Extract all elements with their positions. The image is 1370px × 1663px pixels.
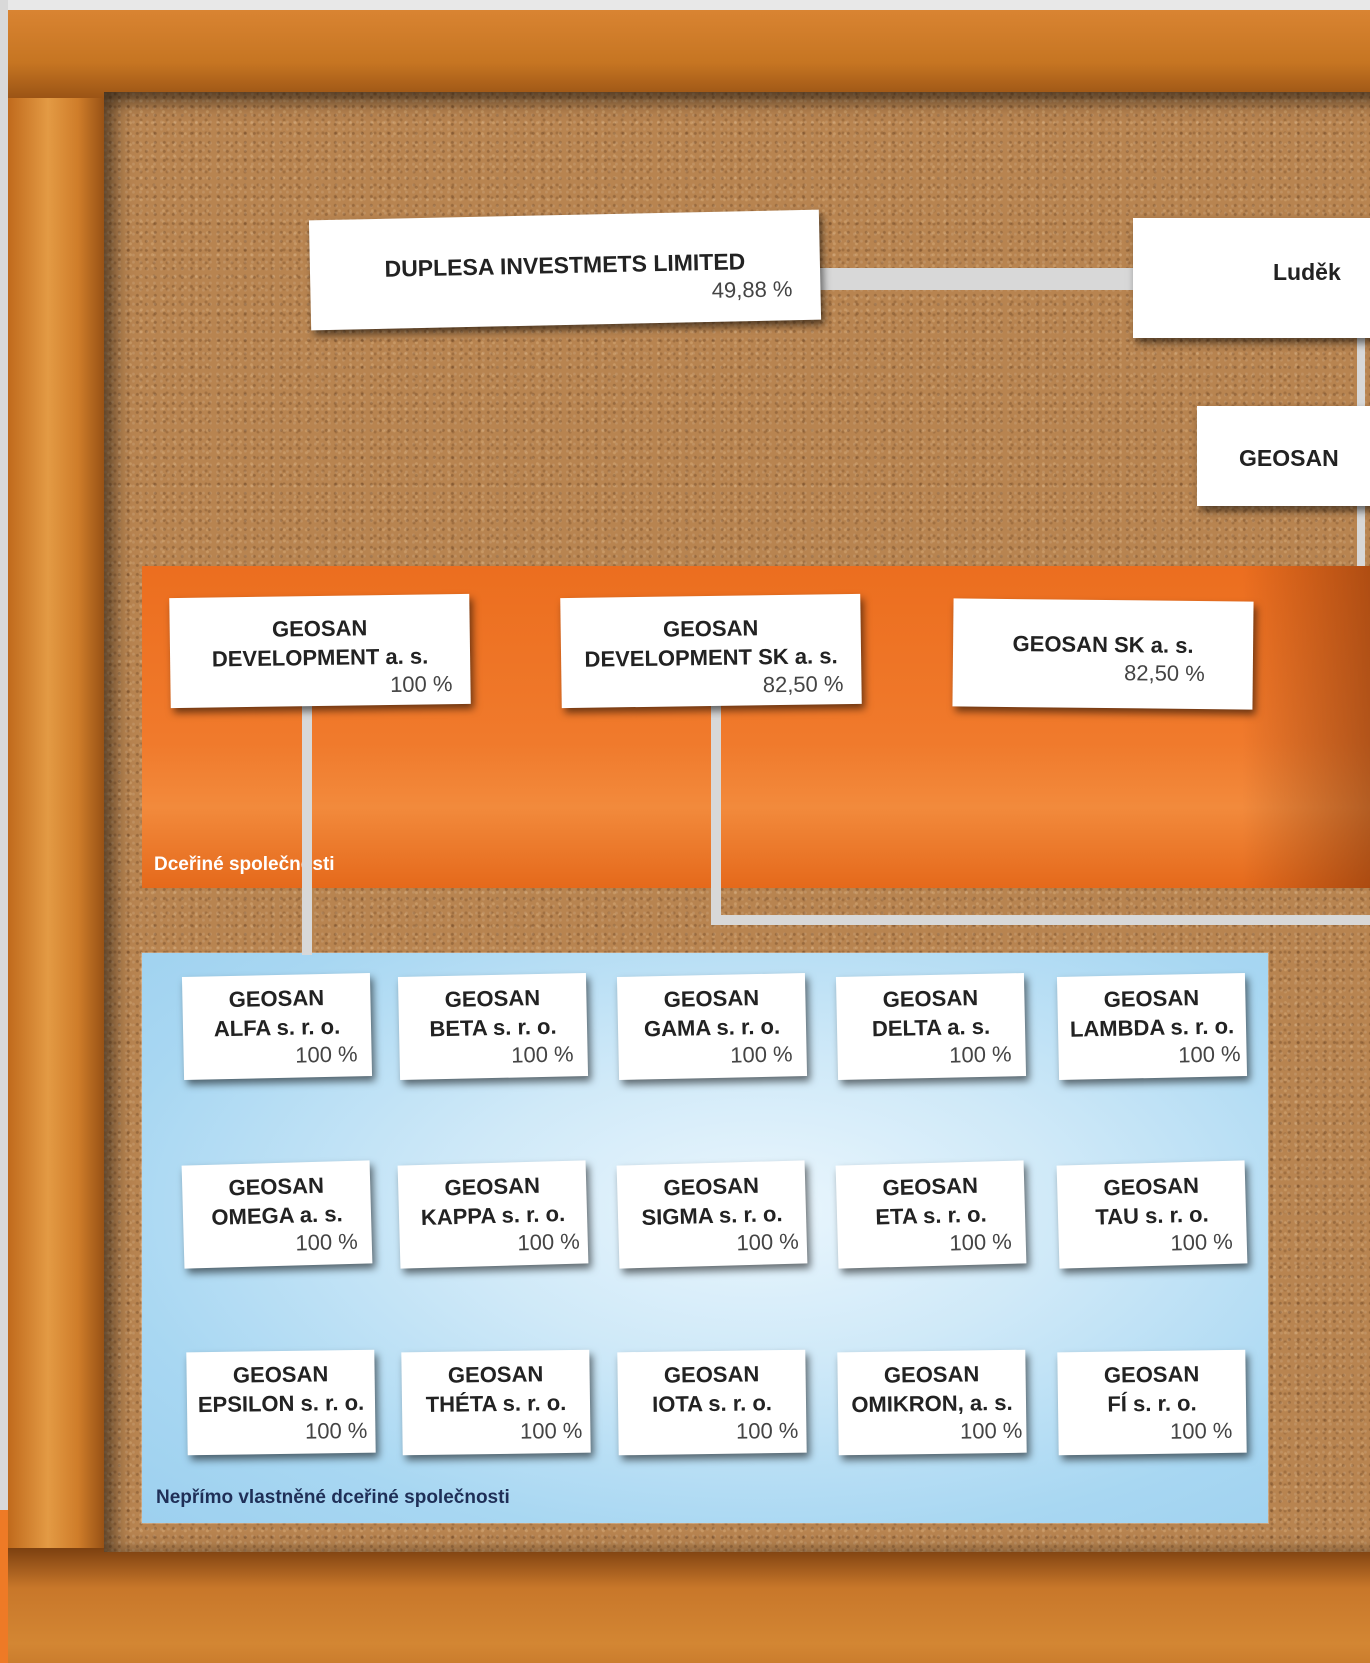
- indirect-card: GEOSAN THÉTA s. r. o. 100 %: [401, 1349, 591, 1456]
- connector-development-sk-down: [711, 705, 721, 925]
- indirect-card: GEOSAN FÍ s. r. o. 100 %: [1057, 1349, 1247, 1456]
- owner-card: DUPLESA INVESTMETS LIMITED 49,88 %: [308, 209, 822, 331]
- indirect-name-line2: BETA s. r. o.: [429, 1013, 557, 1042]
- person-name: Luděk: [1273, 259, 1341, 285]
- subsidiary-percentage: 82,50 %: [1123, 660, 1205, 687]
- person-card: Luděk: [1133, 218, 1370, 338]
- subsidiary-percentage: 82,50 %: [762, 671, 844, 698]
- indirect-percentage: 100 %: [949, 1228, 1013, 1256]
- indirect-card: GEOSAN ETA s. r. o. 100 %: [835, 1160, 1027, 1269]
- indirect-name-line1: GEOSAN: [1103, 985, 1200, 1013]
- wooden-frame-top: [8, 10, 1370, 98]
- indirect-name-line2: GAMA s. r. o.: [643, 1013, 781, 1042]
- indirect-percentage: 100 %: [729, 1041, 793, 1068]
- indirect-name-line1: GEOSAN: [228, 1172, 325, 1201]
- subsidiary-name-line1: GEOSAN: [662, 615, 759, 642]
- indirect-card: GEOSAN OMIKRON, a. s. 100 %: [837, 1349, 1027, 1456]
- indirect-name-line2: IOTA s. r. o.: [651, 1390, 773, 1417]
- owner-name: DUPLESA INVESTMETS LIMITED: [384, 248, 746, 282]
- indirect-percentage: 100 %: [1177, 1041, 1241, 1068]
- indirect-percentage: 100 %: [294, 1041, 358, 1068]
- indirect-percentage: 100 %: [517, 1228, 581, 1256]
- indirect-name-line1: GEOSAN: [882, 985, 979, 1013]
- subsidiary-name: GEOSAN SK a. s.: [1012, 631, 1194, 658]
- indirect-card: GEOSAN GAMA s. r. o. 100 %: [616, 973, 808, 1080]
- indirect-card: GEOSAN IOTA s. r. o. 100 %: [617, 1349, 807, 1456]
- indirect-name-line1: GEOSAN: [444, 1172, 541, 1201]
- indirect-name-line1: GEOSAN: [882, 1172, 979, 1201]
- indirect-card: GEOSAN BETA s. r. o. 100 %: [397, 973, 589, 1080]
- indirect-name-line2: LAMBDA s. r. o.: [1069, 1013, 1235, 1042]
- indirect-name-line2: ALFA s. r. o.: [213, 1013, 341, 1042]
- indirect-name-line2: EPSILON s. r. o.: [197, 1389, 365, 1418]
- connector-development-to-indirect: [302, 705, 312, 955]
- subsidiaries-label: Dceřiné společnosti: [154, 854, 335, 875]
- connector-owner-person: [820, 268, 1140, 290]
- subsidiary-name-line2: DEVELOPMENT a. s.: [211, 643, 429, 672]
- subsidiary-card: GEOSAN SK a. s. 82,50 %: [952, 598, 1254, 710]
- indirect-name-line1: GEOSAN: [663, 985, 760, 1013]
- indirect-card: GEOSAN EPSILON s. r. o. 100 %: [186, 1349, 376, 1456]
- indirect-name-line1: GEOSAN: [663, 1361, 760, 1388]
- indirect-name-line1: GEOSAN: [1103, 1361, 1200, 1388]
- page-left-strip: [0, 0, 8, 1663]
- indirect-card: GEOSAN OMEGA a. s. 100 %: [181, 1160, 373, 1269]
- subsidiary-name-line2: DEVELOPMENT SK a. s.: [584, 643, 838, 672]
- indirect-name-line1: GEOSAN: [447, 1361, 544, 1388]
- connector-development-sk-right: [711, 915, 1370, 925]
- indirect-percentage: 100 %: [1170, 1228, 1234, 1256]
- wooden-frame-bottom: [8, 1548, 1370, 1663]
- indirect-percentage: 100 %: [295, 1228, 359, 1256]
- indirect-card: GEOSAN KAPPA s. r. o. 100 %: [397, 1160, 589, 1269]
- subsidiary-card: GEOSAN DEVELOPMENT a. s. 100 %: [169, 593, 471, 709]
- subsidiary-card: GEOSAN DEVELOPMENT SK a. s. 82,50 %: [560, 593, 862, 709]
- indirect-name-line1: GEOSAN: [663, 1172, 760, 1201]
- indirect-card: GEOSAN TAU s. r. o. 100 %: [1056, 1160, 1248, 1269]
- indirect-name-line2: THÉTA s. r. o.: [425, 1390, 567, 1417]
- indirect-percentage: 100 %: [1169, 1417, 1233, 1444]
- indirect-subsidiaries-label: Nepřímo vlastněné dceřiné společnosti: [156, 1487, 510, 1508]
- indirect-name-line2: OMIKRON, a. s.: [851, 1389, 1013, 1418]
- indirect-name-line2: FÍ s. r. o.: [1107, 1390, 1197, 1417]
- indirect-percentage: 100 %: [304, 1417, 368, 1444]
- indirect-percentage: 100 %: [959, 1417, 1023, 1444]
- wooden-frame-left: [8, 10, 108, 1663]
- indirect-card: GEOSAN ALFA s. r. o. 100 %: [181, 973, 373, 1080]
- indirect-name-line1: GEOSAN: [1103, 1172, 1200, 1201]
- indirect-card: GEOSAN DELTA a. s. 100 %: [835, 973, 1027, 1080]
- subsidiary-percentage: 100 %: [389, 671, 453, 698]
- subsidiaries-panel-shade: [1242, 566, 1370, 888]
- indirect-name-line1: GEOSAN: [883, 1361, 980, 1388]
- indirect-name-line1: GEOSAN: [228, 985, 325, 1013]
- page-left-accent: [0, 1510, 8, 1663]
- parent-name: GEOSAN: [1239, 445, 1339, 471]
- indirect-name-line1: GEOSAN: [444, 985, 541, 1013]
- indirect-card: GEOSAN LAMBDA s. r. o. 100 %: [1056, 973, 1248, 1080]
- indirect-card: GEOSAN SIGMA s. r. o. 100 %: [616, 1160, 808, 1269]
- indirect-name-line2: DELTA a. s.: [871, 1013, 991, 1042]
- subsidiary-name-line1: GEOSAN: [271, 615, 368, 642]
- parent-card: GEOSAN: [1197, 406, 1370, 506]
- indirect-percentage: 100 %: [519, 1417, 583, 1444]
- indirect-name-line1: GEOSAN: [232, 1361, 329, 1388]
- indirect-percentage: 100 %: [735, 1417, 799, 1444]
- indirect-percentage: 100 %: [948, 1041, 1012, 1068]
- indirect-percentage: 100 %: [736, 1228, 800, 1256]
- indirect-percentage: 100 %: [510, 1041, 574, 1068]
